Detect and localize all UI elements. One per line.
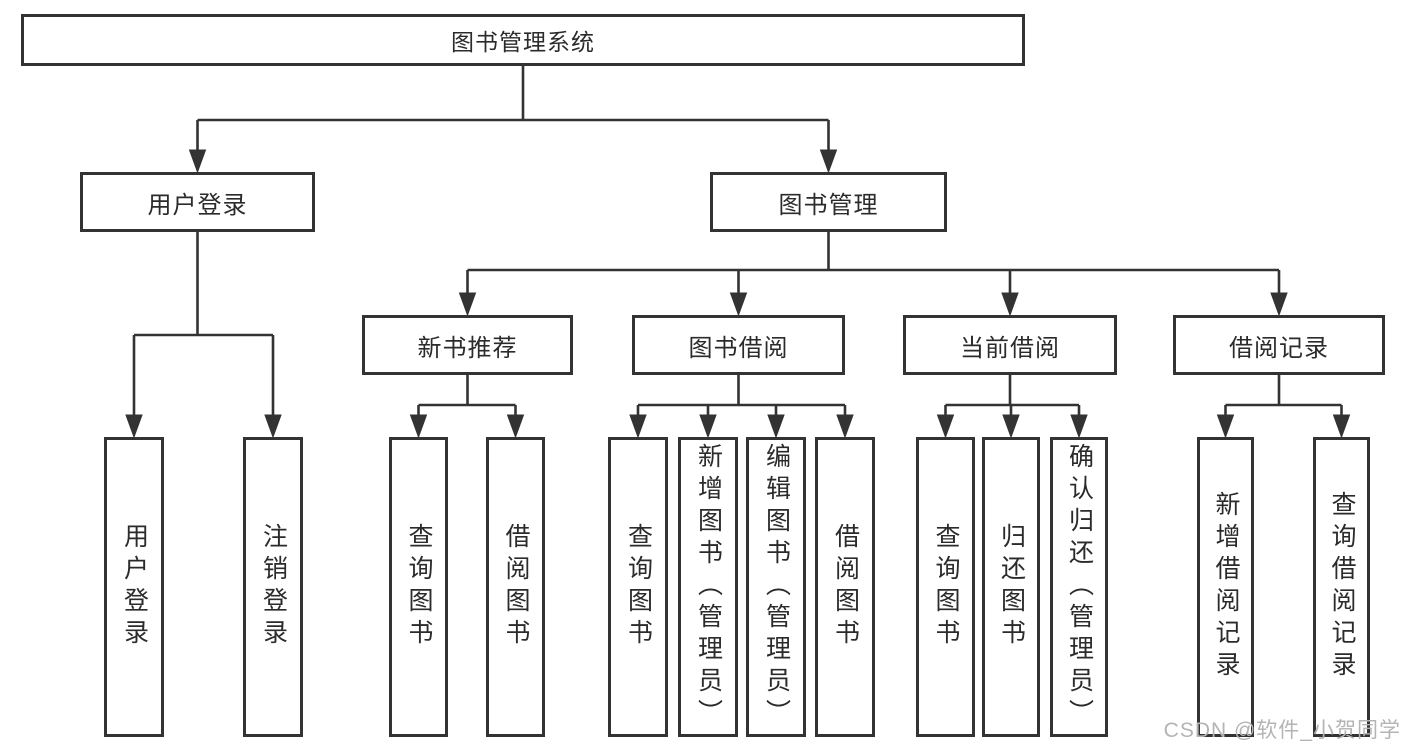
leaf-user-login-label: 用户登录 bbox=[120, 523, 149, 651]
leaf-rec-borrow-book: 借阅图书 bbox=[486, 437, 545, 737]
leaf-borrow-edit-book: 编辑图书（管理员） bbox=[746, 437, 806, 737]
leaf-rec-borrow-book-label: 借阅图书 bbox=[502, 523, 530, 651]
node-book-management: 图书管理 bbox=[710, 172, 947, 232]
leaf-borrow-query-book: 查询图书 bbox=[608, 437, 668, 737]
leaf-current-confirm-return-label: 确认归还（管理员） bbox=[1065, 443, 1094, 731]
node-new-book-recommend: 新书推荐 bbox=[362, 315, 573, 375]
leaf-borrow-borrow-book-label: 借阅图书 bbox=[831, 523, 860, 651]
leaf-current-return-book: 归还图书 bbox=[982, 437, 1040, 737]
node-root: 图书管理系统 bbox=[21, 14, 1025, 66]
leaf-rec-query-book: 查询图书 bbox=[389, 437, 448, 737]
leaf-record-add: 新增借阅记录 bbox=[1197, 437, 1254, 737]
leaf-borrow-query-book-label: 查询图书 bbox=[624, 523, 653, 651]
leaf-logout-label: 注销登录 bbox=[259, 523, 288, 651]
node-book-management-label: 图书管理 bbox=[778, 191, 879, 219]
leaf-record-query-label: 查询借阅记录 bbox=[1328, 491, 1356, 683]
leaf-user-login: 用户登录 bbox=[104, 437, 164, 737]
node-book-borrow: 图书借阅 bbox=[632, 315, 845, 375]
leaf-borrow-edit-book-label: 编辑图书（管理员） bbox=[762, 443, 791, 731]
node-borrow-record-label: 借阅记录 bbox=[1229, 334, 1329, 362]
leaf-record-query: 查询借阅记录 bbox=[1313, 437, 1370, 737]
csdn-watermark: CSDN @软件_小贺同学 bbox=[1163, 719, 1401, 742]
leaf-rec-query-book-label: 查询图书 bbox=[405, 523, 433, 651]
leaf-current-query-book-label: 查询图书 bbox=[932, 523, 960, 651]
leaf-logout: 注销登录 bbox=[243, 437, 303, 737]
node-new-book-recommend-label: 新书推荐 bbox=[417, 334, 518, 362]
leaf-borrow-add-book-label: 新增图书（管理员） bbox=[694, 443, 723, 731]
leaf-current-return-book-label: 归还图书 bbox=[997, 523, 1026, 651]
node-user-login-label: 用户登录 bbox=[147, 191, 248, 219]
leaf-record-add-label: 新增借阅记录 bbox=[1212, 491, 1240, 683]
leaf-borrow-borrow-book: 借阅图书 bbox=[815, 437, 875, 737]
node-borrow-record: 借阅记录 bbox=[1173, 315, 1385, 375]
node-book-borrow-label: 图书借阅 bbox=[688, 334, 789, 362]
leaf-current-confirm-return: 确认归还（管理员） bbox=[1050, 437, 1108, 737]
node-user-login: 用户登录 bbox=[80, 172, 315, 232]
leaf-current-query-book: 查询图书 bbox=[916, 437, 975, 737]
node-current-borrow-label: 当前借阅 bbox=[960, 334, 1060, 362]
leaf-borrow-add-book: 新增图书（管理员） bbox=[678, 437, 738, 737]
node-current-borrow: 当前借阅 bbox=[903, 315, 1117, 375]
node-root-label: 图书管理系统 bbox=[451, 29, 595, 55]
